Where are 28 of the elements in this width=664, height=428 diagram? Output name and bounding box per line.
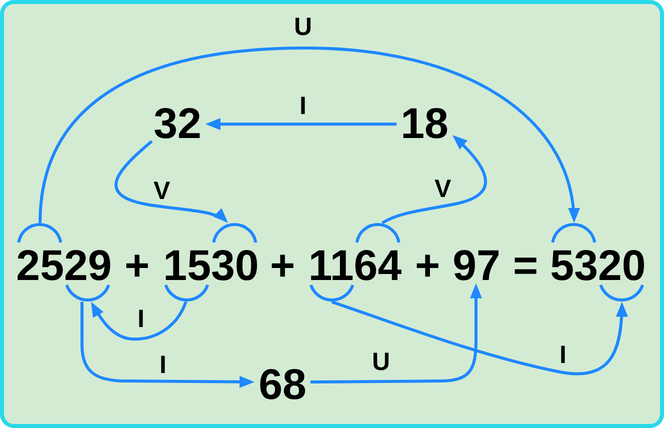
edge-label: I [138, 306, 144, 332]
number-text: 1164 [308, 248, 402, 284]
arrow [331, 300, 628, 376]
number-text: 97 [452, 248, 500, 284]
edge-label: V [434, 176, 452, 202]
number-text: 1530 [163, 248, 259, 284]
arrow [80, 302, 255, 388]
number-text: 32 [154, 106, 202, 142]
edge-label: I [300, 94, 306, 118]
math-operator: + [414, 248, 440, 284]
arrow [382, 134, 487, 224]
arrow [114, 140, 229, 224]
number-text: 2529 [16, 248, 112, 284]
edge-label: V [154, 178, 170, 204]
arrow [90, 301, 188, 341]
math-operator: + [270, 248, 296, 284]
number-text: 68 [258, 368, 306, 402]
arrow [38, 46, 579, 224]
edge-label: I [160, 352, 166, 378]
edge-label: U [294, 14, 312, 40]
edge-label: I [560, 342, 566, 368]
edge-label: U [372, 350, 390, 374]
arrow [205, 118, 397, 130]
math-operator: + [124, 248, 150, 284]
arrow [310, 283, 482, 384]
math-operator: = [512, 248, 538, 284]
number-text: 18 [400, 106, 448, 142]
number-text: 5320 [550, 248, 646, 284]
